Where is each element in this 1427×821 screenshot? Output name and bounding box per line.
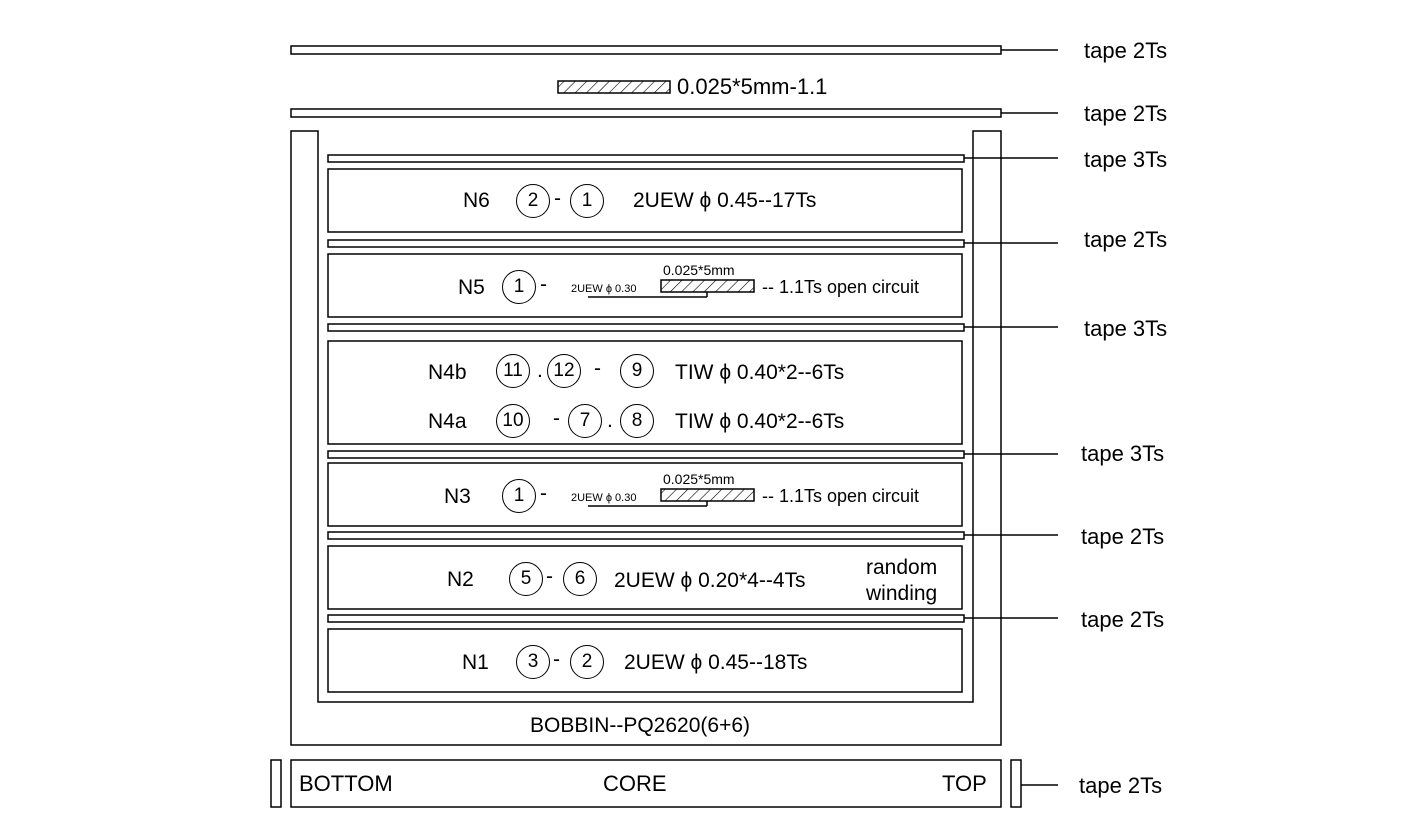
label-tape-3: tape 3Ts [1084, 316, 1168, 341]
winding-name-n5: N5 [458, 276, 485, 299]
label-core-tape: tape 2Ts [1079, 773, 1163, 798]
core-tape-left [270, 759, 282, 808]
tape-strip-1 [327, 154, 965, 163]
wire-label-n5: 2UEW ϕ 0.30 [571, 283, 637, 295]
winding-box-n5 [327, 253, 963, 318]
pin-circle: 5 [509, 562, 543, 596]
pin-dash: - [540, 482, 547, 505]
foil-label-n3: 0.025*5mm [663, 471, 735, 487]
pin-circle: 12 [547, 354, 581, 388]
pin-circle: 10 [496, 404, 530, 438]
winding-name-n6: N6 [463, 189, 490, 212]
pin-dash: - [594, 357, 601, 380]
pin-dash: - [546, 565, 553, 588]
winding-note-winding: winding [866, 582, 938, 605]
label-tape-6: tape 2Ts [1081, 607, 1165, 632]
winding-name-n2: N2 [447, 568, 474, 591]
winding-name-n4b: N4b [428, 361, 467, 384]
winding-box-n3 [327, 462, 963, 527]
foil-n3 [660, 488, 755, 502]
core-bottom-label: BOTTOM [299, 771, 393, 796]
pin-circle: 7 [568, 404, 602, 438]
pin-circle: 2 [516, 184, 550, 218]
pin-dash: - [553, 407, 560, 430]
winding-box-n6 [327, 168, 963, 233]
winding-spec-n6: 2UEW ϕ 0.45--17Ts [633, 189, 817, 212]
pin-circle: 6 [563, 562, 597, 596]
winding-spec-n1: 2UEW ϕ 0.45--18Ts [624, 651, 808, 674]
core-tape-right [1010, 759, 1022, 808]
tape-strip-4 [327, 450, 965, 459]
pin-circle: 11 [496, 354, 530, 388]
pin-dash: - [540, 273, 547, 296]
bobbin-frame [290, 130, 1002, 746]
winding-spec-n5: -- 1.1Ts open circuit [762, 277, 920, 297]
winding-spec-n2: 2UEW ϕ 0.20*4--4Ts [614, 569, 806, 592]
outer-tape-top [290, 45, 1002, 55]
pin-circle: 1 [570, 184, 604, 218]
bobbin-label: BOBBIN--PQ2620(6+6) [530, 714, 751, 737]
label-tape-4: tape 3Ts [1081, 441, 1165, 466]
winding-spec-n4a: TIW ϕ 0.40*2--6Ts [675, 410, 845, 433]
winding-name-n4a: N4a [428, 410, 467, 433]
core-top-label: TOP [942, 771, 987, 796]
tape-strip-6 [327, 614, 965, 623]
foil-n5 [660, 279, 755, 293]
copper-foil-shield [557, 80, 671, 94]
pin-circle: 3 [516, 645, 550, 679]
pin-dot: . [537, 359, 543, 382]
winding-name-n3: N3 [444, 485, 471, 508]
tape-strip-2 [327, 239, 965, 248]
winding-spec-n4b: TIW ϕ 0.40*2--6Ts [675, 361, 845, 384]
winding-name-n1: N1 [462, 651, 489, 674]
pin-dot: . [607, 409, 613, 432]
winding-box-n2 [327, 545, 963, 610]
winding-note-random: random [866, 556, 938, 579]
foil-label-n5: 0.025*5mm [663, 262, 735, 278]
outer-tape-mid [290, 108, 1002, 118]
winding-box-n4 [327, 340, 963, 445]
winding-spec-n3: -- 1.1Ts open circuit [762, 486, 920, 506]
pin-circle: 1 [502, 270, 536, 304]
pin-circle: 9 [620, 354, 654, 388]
label-tape-1: tape 3Ts [1084, 147, 1168, 172]
tape-strip-5 [327, 531, 965, 540]
pin-circle: 8 [620, 404, 654, 438]
pin-dash: - [553, 648, 560, 671]
core-center-label: CORE [603, 771, 667, 796]
label-tape-5: tape 2Ts [1081, 524, 1165, 549]
core-outline [290, 759, 1002, 808]
pin-circle: 1 [502, 479, 536, 513]
label-copper-shield: 0.025*5mm-1.1 [677, 74, 828, 99]
label-outer-tape-top: tape 2Ts [1084, 38, 1168, 63]
tape-strip-3 [327, 323, 965, 332]
label-tape-2: tape 2Ts [1084, 227, 1168, 252]
pin-circle: 2 [570, 645, 604, 679]
label-outer-tape-mid: tape 2Ts [1084, 101, 1168, 126]
wire-label-n3: 2UEW ϕ 0.30 [571, 492, 637, 504]
winding-box-n1 [327, 628, 963, 693]
pin-dash: - [554, 187, 561, 210]
